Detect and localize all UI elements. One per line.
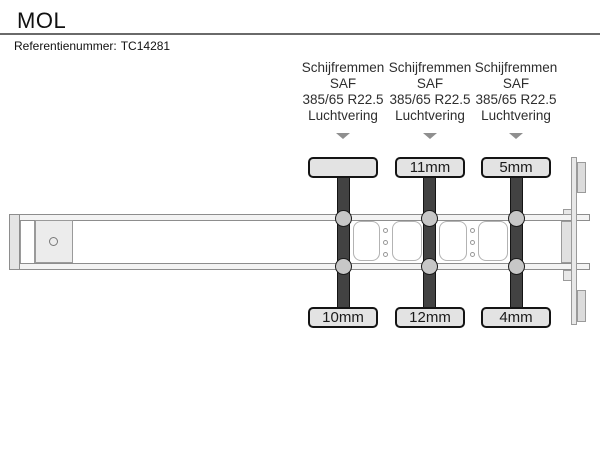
axle1-top-measurement (308, 157, 378, 178)
arrow-down-icon (423, 133, 437, 139)
axle3-shaft (510, 176, 523, 309)
rivet-dot (470, 252, 475, 257)
axle3-spec-label: Schijfremmen SAF 385/65 R22.5 Luchtverin… (470, 60, 562, 124)
crossmember-panel (478, 221, 508, 261)
arrow-down-icon (509, 133, 523, 139)
axle1-spec-label: Schijfremmen SAF 385/65 R22.5 Luchtverin… (297, 60, 389, 124)
axle-tires-label: 385/65 R22.5 (389, 92, 471, 107)
chassis-front-cap (9, 214, 20, 270)
axle1-shaft (337, 176, 350, 309)
axle-suspension-label: Luchtvering (395, 108, 465, 123)
chassis-top-rail (9, 214, 590, 221)
rivet-dot (470, 228, 475, 233)
header-divider (0, 33, 600, 35)
rear-bumper-bar (571, 157, 577, 325)
rear-light-bottom (577, 290, 586, 322)
axle-tires-label: 385/65 R22.5 (475, 92, 557, 107)
axle3-hub-top (508, 210, 525, 227)
chassis-bottom-rail (9, 263, 590, 270)
axle2-hub-bottom (421, 258, 438, 275)
rivet-dot (383, 228, 388, 233)
axle-brakes-label: Schijfremmen (474, 60, 558, 75)
crossmember-panel (392, 221, 422, 261)
axle2-top-measurement: 11mm (395, 157, 465, 178)
crossmember-panel (353, 221, 380, 261)
axle3-hub-bottom (508, 258, 525, 275)
reference-label: Referentienummer: (14, 39, 117, 53)
axle-brakes-label: Schijfremmen (301, 60, 385, 75)
axle-tires-label: 385/65 R22.5 (302, 92, 384, 107)
axle3-top-measurement: 5mm (481, 157, 551, 178)
crossmember-panel (439, 221, 467, 261)
kingpin-circle (49, 237, 58, 246)
axle1-hub-top (335, 210, 352, 227)
axle2-bottom-measurement: 12mm (395, 307, 465, 328)
axle1-bottom-measurement: 10mm (308, 307, 378, 328)
axle-brand-label: SAF (502, 76, 530, 91)
kingpin-plate (35, 220, 73, 263)
axle-brand-label: SAF (329, 76, 357, 91)
axle2-shaft (423, 176, 436, 309)
arrow-down-icon (336, 133, 350, 139)
axle2-hub-top (421, 210, 438, 227)
reference-value: TC14281 (120, 39, 171, 53)
axle-suspension-label: Luchtvering (308, 108, 378, 123)
axle-brand-label: SAF (416, 76, 444, 91)
axle1-hub-bottom (335, 258, 352, 275)
axle-suspension-label: Luchtvering (481, 108, 551, 123)
reference-number: Referentienummer: TC14281 (14, 39, 170, 53)
chassis-front-strip (20, 221, 35, 263)
axle-brakes-label: Schijfremmen (388, 60, 472, 75)
axle2-spec-label: Schijfremmen SAF 385/65 R22.5 Luchtverin… (384, 60, 476, 124)
page-title: MOL (17, 8, 67, 33)
rivet-dot (383, 252, 388, 257)
rivet-dot (383, 240, 388, 245)
rear-light-top (577, 162, 586, 193)
axle3-bottom-measurement: 4mm (481, 307, 551, 328)
rivet-dot (470, 240, 475, 245)
